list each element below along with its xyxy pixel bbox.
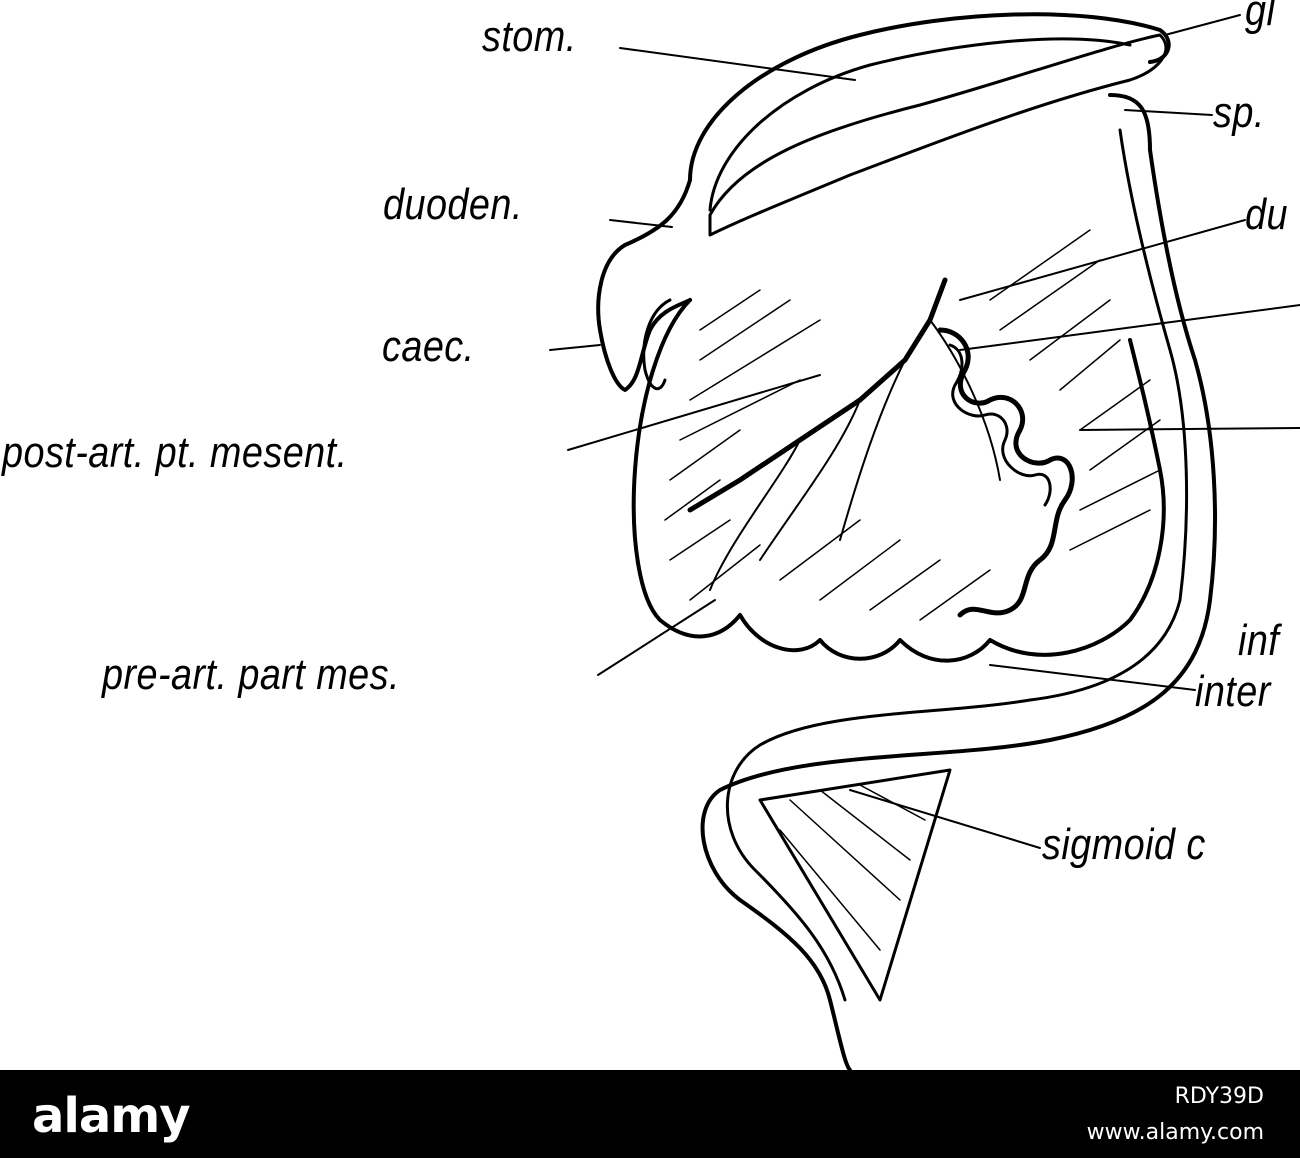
- small-intestine-coil-inner: [948, 343, 1052, 507]
- watermark-url: www.alamy.com: [1086, 1120, 1264, 1145]
- label-sigmoid: sigmoid c: [1042, 820, 1206, 869]
- label-duoden: duoden.: [383, 180, 523, 229]
- label-caec: caec.: [382, 322, 475, 371]
- label-post-art: post-art. pt. mesent.: [2, 428, 348, 477]
- mesentery-outline: [631, 298, 1166, 663]
- leader-du: [959, 219, 1246, 301]
- label-du: du: [1245, 190, 1288, 239]
- leader-extra: [959, 304, 1300, 351]
- label-pre-art: pre-art. part mes.: [102, 650, 400, 699]
- leader-post-art: [567, 374, 821, 451]
- leader-caec: [549, 344, 601, 351]
- stomach-inner: [708, 37, 1132, 212]
- label-sp: sp.: [1213, 88, 1265, 137]
- leader-stom: [619, 47, 856, 81]
- leader-sigmoid: [849, 789, 1041, 849]
- leader-inter: [989, 664, 1196, 691]
- watermark-image-id: RDY39D: [1174, 1084, 1264, 1109]
- small-intestine-coil: [937, 327, 1075, 618]
- intestine-mesentery-illustration: stom. gl sp. duoden. du caec. post-art. …: [2, 0, 1300, 1072]
- leader-pre-art: [597, 599, 716, 676]
- watermark-logo: alamy: [32, 1088, 191, 1144]
- colon-inner: [725, 128, 1189, 1002]
- caecum-hook: [642, 298, 672, 391]
- duodenum-outline: [596, 178, 692, 392]
- label-stom: stom.: [482, 12, 577, 61]
- leader-extra2: [1079, 427, 1300, 431]
- sigmoid-mesentery: [758, 768, 952, 1002]
- leader-duoden: [609, 219, 673, 228]
- gland-body: [708, 33, 1168, 237]
- colon-outer: [700, 93, 1217, 1072]
- label-gl: gl: [1245, 0, 1276, 35]
- label-inter: inter: [1195, 667, 1271, 716]
- leader-gl: [1164, 14, 1241, 36]
- watermark-banner: alamy RDY39D www.alamy.com: [0, 1070, 1300, 1158]
- label-inf: inf: [1238, 616, 1280, 665]
- anatomical-drawing: [549, 12, 1300, 1072]
- leader-sp: [1124, 109, 1213, 116]
